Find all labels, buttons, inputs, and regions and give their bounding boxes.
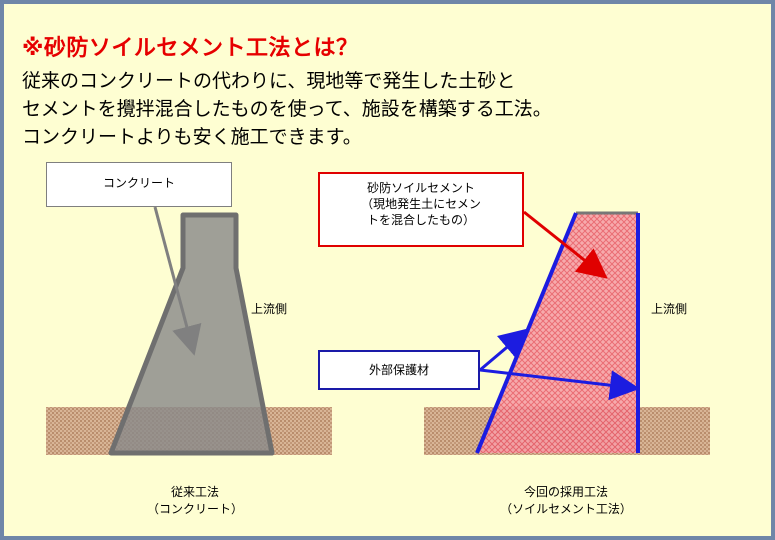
upstream-label-left: 上流側 — [251, 302, 288, 316]
soil-cement-dam — [477, 213, 638, 453]
protection-label-box: 外部保護材 — [318, 350, 480, 390]
soil-cement-label-box: 砂防ソイルセメント （現地発生土にセメン トを混合したもの） — [318, 172, 524, 247]
description-line-2: セメントを攪拌混合したものを使って、施設を構築する工法。 — [22, 98, 552, 120]
caption-conventional: 従来工法 （コンクリート） — [95, 484, 295, 518]
description-line-3: コンクリートよりも安く施工できます。 — [22, 126, 362, 148]
description-line-1: 従来のコンクリートの代わりに、現地等で発生した土砂と — [22, 70, 516, 92]
caption-adopted-line1: 今回の採用工法 — [523, 485, 608, 499]
page-title: ※砂防ソイルセメント工法とは？ — [22, 36, 359, 61]
caption-adopted: 今回の採用工法 （ソイルセメント工法） — [466, 484, 666, 518]
protection-arrow-1 — [479, 328, 530, 372]
upstream-label-right: 上流側 — [651, 302, 688, 316]
protection-arrow-2 — [479, 368, 640, 401]
caption-conventional-line2: （コンクリート） — [146, 502, 243, 516]
caption-adopted-line2: （ソイルセメント工法） — [500, 502, 632, 516]
concrete-dam — [108, 212, 275, 456]
concrete-label-box: コンクリート — [46, 162, 232, 207]
concrete-arrow — [153, 206, 202, 356]
caption-conventional-line1: 従来工法 — [170, 485, 219, 499]
soil-cement-arrow — [523, 210, 608, 279]
